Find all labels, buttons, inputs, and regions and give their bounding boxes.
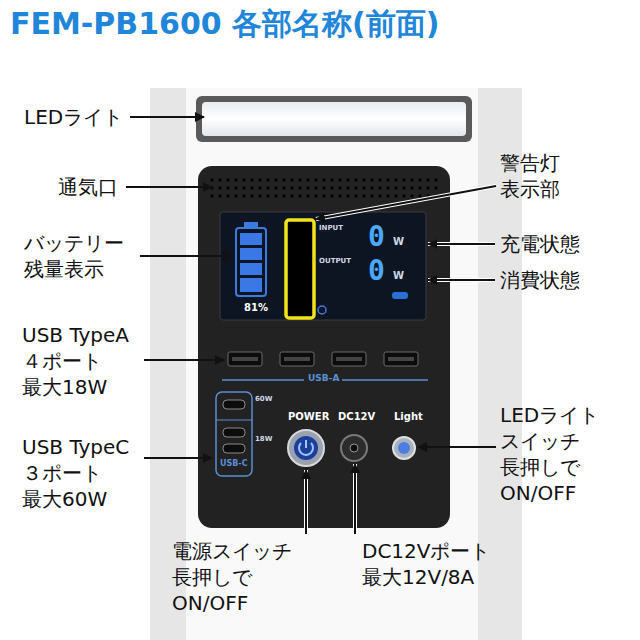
panel-marking: USB-A [308, 374, 339, 384]
battery-bar [240, 248, 262, 260]
usb-c-frame [216, 392, 252, 476]
led-bar [202, 102, 466, 136]
led-bar-frame [196, 96, 472, 142]
dc-jack-pin [350, 444, 358, 452]
part-name: LEDライト [24, 104, 123, 130]
light-button-face [398, 442, 410, 454]
housing [150, 88, 522, 640]
light-button [393, 437, 415, 459]
display-value: 0 [368, 256, 385, 287]
usb-c-port [223, 444, 245, 453]
panel-marking: Light [394, 411, 423, 422]
panel-marking: POWER [288, 411, 329, 422]
panel-marking: 60W [255, 396, 272, 404]
usb-a-ports [228, 352, 418, 366]
leader-line [126, 117, 496, 534]
display-unit: W [393, 236, 404, 247]
dc-jack [341, 435, 367, 461]
part-name: LEDライト スイッチ 長押しで ON/OFF [500, 402, 612, 506]
status-icon [318, 306, 326, 314]
panel-marking: DC12V [338, 411, 375, 422]
battery-bar [240, 233, 262, 245]
battery-bar [240, 278, 262, 292]
part-name: USB TypeA ４ポート 最大18W [22, 322, 140, 400]
display-label: INPUT [319, 225, 343, 233]
usb-c-port [223, 400, 245, 409]
part-name: 通気口 [58, 174, 118, 200]
usb-a-rule [342, 379, 428, 381]
part-name: バッテリー 残量表示 [24, 230, 136, 282]
power-button-face [294, 436, 318, 460]
part-name: 警告灯 表示部 [500, 150, 572, 202]
display-value: 0 [368, 222, 385, 253]
display-unit: W [393, 270, 404, 281]
part-name: USB TypeC ３ポート 最大60W [22, 434, 140, 512]
page-title: FEM-PB1600 各部名称(前面) [10, 6, 440, 42]
usb-c-port [223, 428, 245, 437]
part-name: 充電状態 [500, 231, 580, 257]
vent-holes [208, 176, 440, 202]
usb-a-rule [222, 379, 304, 381]
warning-area [286, 220, 314, 318]
display-value: 81% [244, 302, 268, 313]
lcd-display [220, 212, 426, 320]
display-label: OUTPUT [319, 258, 351, 266]
panel-marking: USB-C [220, 460, 248, 469]
leader-halo [306, 186, 496, 534]
eco-badge [392, 292, 408, 299]
part-name: 消費状態 [500, 267, 580, 293]
usb-c-divider [216, 420, 252, 421]
control-panel [198, 166, 450, 528]
power-button [288, 430, 324, 466]
panel-marking: 18W [255, 436, 272, 444]
battery-outline [236, 228, 266, 296]
power-icon [299, 440, 313, 455]
part-name: DC12Vポート 最大12V/8A [362, 538, 522, 590]
part-name: 電源スイッチ 長押しで ON/OFF [172, 538, 302, 616]
battery-bar [240, 263, 262, 275]
